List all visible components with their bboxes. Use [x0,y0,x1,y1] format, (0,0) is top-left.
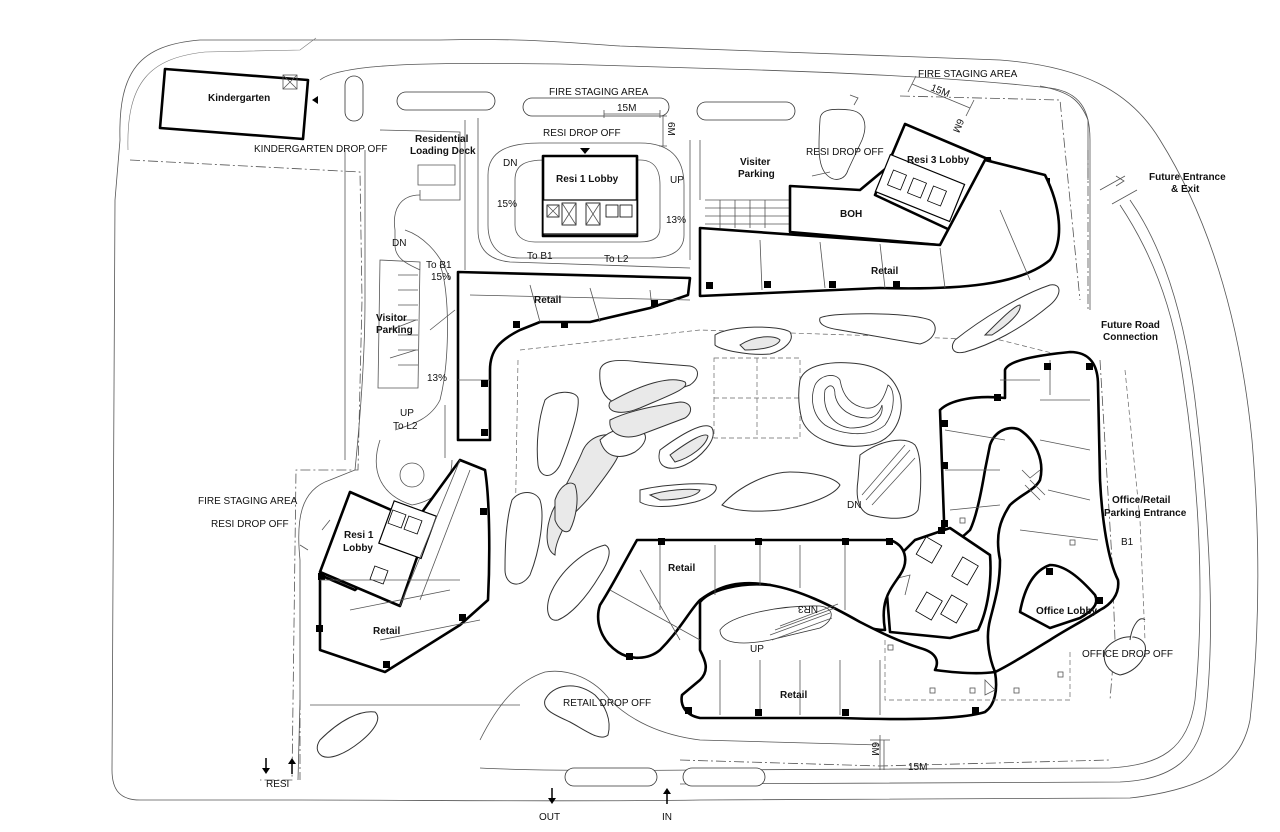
label-resi1-lobby-left-1: Resi 1 [344,530,374,541]
future-entrance-gap [1099,175,1138,205]
label-fire-staging-top: FIRE STAGING AREA [549,87,649,98]
label-retail-left: Retail [373,626,400,637]
label-retail-top-left: Retail [534,295,561,306]
label-pct-15-a: 15% [497,199,517,210]
arrow-down-icon [548,788,556,804]
label-dim-6m-right: 6M [950,117,965,134]
top-parking-pills [344,75,866,180]
label-resi1-lobby-top: Resi 1 Lobby [556,174,619,185]
label-pct-13-b: 13% [427,373,447,384]
label-kindergarten: Kindergarten [208,93,270,104]
label-residential-loading-1: Residential [415,134,469,145]
label-up-1: UP [670,175,684,186]
dimension-15m-top [603,110,667,147]
left-ramps-parking [377,194,456,458]
retail-top-right [698,158,1061,298]
label-to-l2-b: To L2 [393,421,418,432]
central-plaza-outline [514,329,1081,541]
label-resi3-lobby: Resi 3 Lobby [907,155,970,166]
resi-arrow-down-icon [262,758,270,774]
office-core [883,526,992,640]
resi1-lobby-left-building [299,458,491,674]
label-future-entrance-1: Future Entrance [1149,172,1226,183]
landscape-islands [316,284,1146,758]
label-in: IN [662,812,672,823]
label-dim-6m-bottom: 6M [869,742,880,756]
label-visitor-parking-top-2: Parking [738,169,775,180]
label-future-road-2: Connection [1103,332,1158,343]
label-office-parking-2: Parking Entrance [1104,508,1187,519]
label-office-parking-1: Office/Retail [1112,495,1171,506]
label-pct-13-a: 13% [666,215,686,226]
label-resi-drop-off-top: RESI DROP OFF [543,128,621,139]
label-office-lobby: Office Lobby [1036,606,1098,617]
label-dn-3: DN [847,500,861,511]
plan-labels: Kindergarten KINDERGARTEN DROP OFF Resid… [198,69,1226,823]
label-dn-2: DN [392,238,406,249]
bottom-roads [310,670,890,787]
label-fire-staging-left: FIRE STAGING AREA [198,496,298,507]
arrow-up-icon [663,788,671,804]
residential-loading-deck [379,118,701,270]
label-retail-drop-off: RETAIL DROP OFF [563,698,651,709]
label-to-l2-a: To L2 [604,254,629,265]
office-retail-east [938,350,1120,674]
label-up-2: UP [400,408,414,419]
kindergarten-building [158,67,318,141]
label-boh: BOH [840,209,862,220]
label-pct-15-b: 15% [431,272,451,283]
label-dim-15m-top: 15M [617,103,636,114]
resi-arrow-up-icon [288,758,296,774]
label-resi-drop-off-right: RESI DROP OFF [806,147,884,158]
label-visitor-parking-top-1: Visiter [740,157,770,168]
plaza-grid [713,357,801,439]
label-dn-1: DN [503,158,517,169]
label-dim-6m-top: 6M [665,122,676,136]
label-up-3: UP [750,644,764,655]
label-office-drop-off: OFFICE DROP OFF [1082,649,1173,660]
label-retail-bottom: Retail [780,690,807,701]
label-future-road-1: Future Road [1101,320,1160,331]
visitor-parking-top-stalls [705,199,790,228]
label-nr3: NR3 [798,603,818,614]
label-retail-center: Retail [668,563,695,574]
label-kindergarten-drop-off: KINDERGARTEN DROP OFF [254,144,388,155]
label-to-b1-b: To B1 [426,260,452,271]
label-resi-drop-off-left: RESI DROP OFF [211,519,289,530]
label-b1: B1 [1121,537,1134,548]
resi1-top-dropoff-loop [487,142,685,259]
label-dim-15m-right: 15M [929,83,951,100]
label-resi: RESI [266,779,289,790]
central-retail-mall [596,517,1076,721]
label-future-entrance-2: & Exit [1171,184,1200,195]
resi1-lobby-top-building [541,148,639,238]
label-resi1-lobby-left-2: Lobby [343,543,373,554]
label-out: OUT [539,812,560,823]
label-to-b1-a: To B1 [527,251,553,262]
label-visitor-parking-left-2: Parking [376,325,413,336]
retail-left-upper [456,270,692,442]
label-visitor-parking-left-1: Visitor [376,313,407,324]
label-residential-loading-2: Loading Deck [410,146,476,157]
label-retail-top-right: Retail [871,266,898,277]
label-fire-staging-top-right: FIRE STAGING AREA [918,69,1018,80]
label-dim-15m-bottom: 15M [908,762,927,773]
